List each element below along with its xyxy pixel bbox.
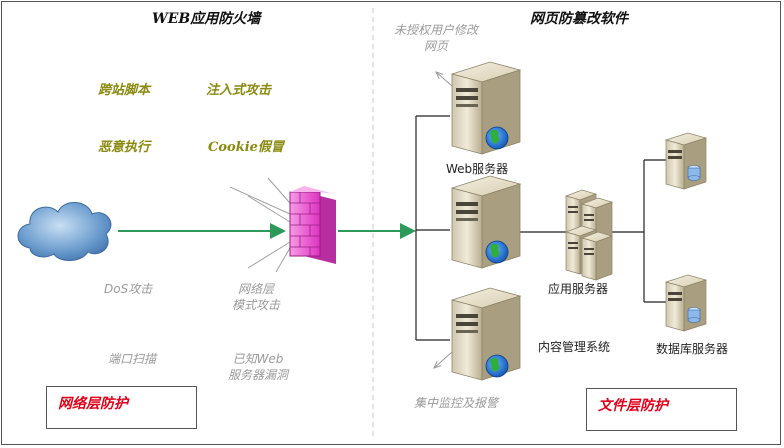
threat-network-pattern-line2: 模式攻击 (231, 298, 280, 312)
web-server-icon (450, 61, 522, 155)
app-server-cluster-icon (564, 189, 614, 281)
monitor-server-icon (450, 287, 522, 381)
db-server-top-icon (664, 132, 708, 190)
threat-network-pattern: 网络层 模式攻击 (224, 281, 288, 313)
web-server-label: Web服务器 (446, 162, 509, 176)
internet-cloud-icon (17, 202, 112, 261)
unauthorized-modify-line2: 网页 (423, 39, 448, 53)
threat-xss: 跨站脚本 (98, 83, 151, 98)
unauthorized-modify-line1: 未授权用户修改 (393, 23, 478, 37)
unauthorized-modify-arrow (436, 72, 453, 87)
db-server-bottom-icon (664, 274, 708, 332)
app-server-label: 应用服务器 (548, 282, 609, 296)
threat-dos: DoS攻击 (104, 282, 153, 296)
tamper-title: 网页防篡改软件 (530, 11, 628, 27)
threat-network-pattern-line1: 网络层 (237, 282, 274, 296)
firewall-icon (289, 186, 336, 264)
cms-label: 内容管理系统 (538, 340, 611, 354)
threat-known-vuln-line2: 服务器漏洞 (227, 368, 288, 382)
server-bus-lines (415, 115, 668, 341)
monitor-alert-label: 集中监控及报警 (414, 396, 499, 410)
monitor-alert-arrow (434, 351, 453, 368)
cms-server-icon (450, 175, 522, 269)
network-layer-label: 网络层防护 (58, 396, 128, 412)
waf-title: WEB应用防火墙 (152, 11, 261, 27)
network-layer-box (46, 386, 197, 429)
blocked-attack-rays (229, 177, 297, 273)
unauthorized-modify-label: 未授权用户修改 网页 (384, 22, 488, 54)
threat-cookie-spoof: Cookie假冒 (208, 140, 284, 155)
threat-injection: 注入式攻击 (206, 83, 272, 98)
threat-port-scan: 端口扫描 (108, 352, 157, 366)
file-layer-label: 文件层防护 (598, 398, 668, 414)
file-layer-box (586, 388, 737, 431)
db-server-label: 数据库服务器 (656, 342, 729, 356)
threat-malicious-exec: 恶意执行 (98, 140, 151, 155)
threat-known-vuln: 已知Web 服务器漏洞 (220, 351, 296, 383)
threat-known-vuln-line1: 已知Web (232, 352, 284, 366)
